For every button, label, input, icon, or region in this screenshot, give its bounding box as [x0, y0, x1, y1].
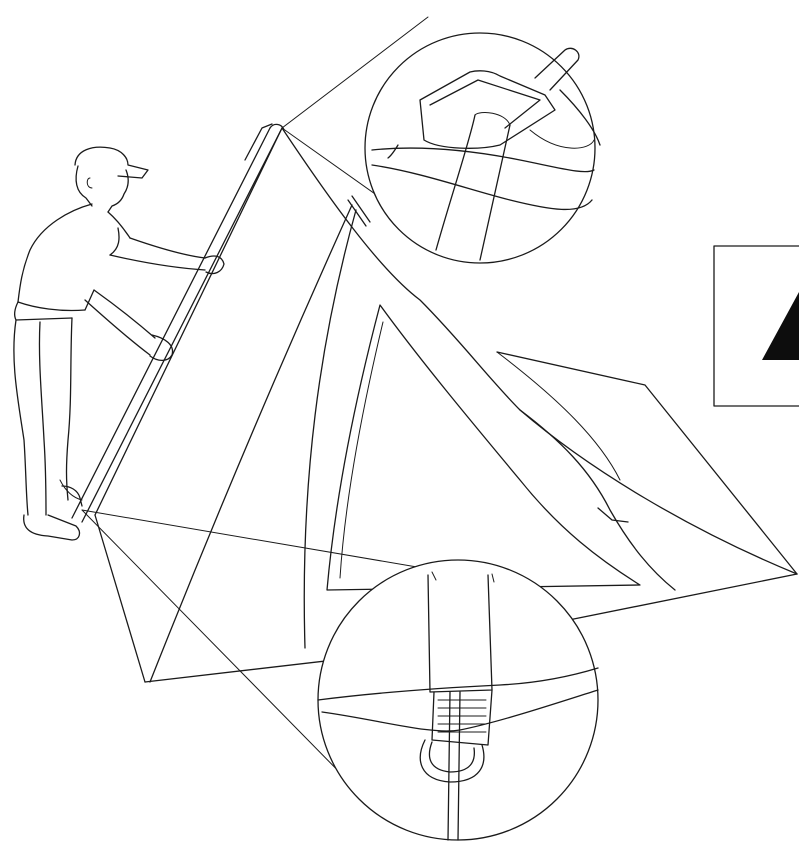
callout-connectors	[81, 16, 459, 791]
warning-sign	[713, 245, 799, 407]
webbing-strap	[437, 699, 487, 733]
peak-hub-detail-circle	[364, 32, 601, 264]
pole-foot-detail-circle	[317, 559, 599, 841]
tent-body	[94, 127, 798, 683]
tent-pole	[71, 123, 285, 523]
warning-triangle-icon	[762, 292, 799, 360]
person-figure	[13, 146, 225, 541]
